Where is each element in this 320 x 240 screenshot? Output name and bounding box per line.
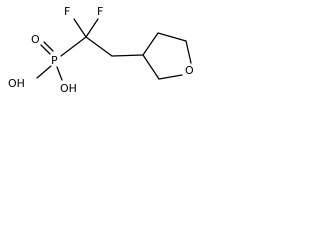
- bond-p-o-double-a: [43, 41, 54, 52]
- ring-bond-c5-o: [185, 40, 192, 64]
- ring-bond-o-c2: [158, 74, 183, 80]
- ring-bond-c2-c3: [142, 54, 160, 80]
- atom-label-fluorine-1: F: [64, 5, 70, 18]
- ring-bond-c4-c5: [157, 32, 187, 42]
- bond-c1-f1: [73, 18, 87, 38]
- atom-label-ring-oxygen: O: [185, 64, 194, 77]
- bond-c1-c2: [85, 36, 113, 57]
- atom-label-fluorine-2: F: [97, 5, 103, 18]
- bond-c2-c3: [111, 54, 144, 57]
- atom-label-phosphoryl-oxygen: O: [31, 33, 40, 46]
- chemical-structure-diagram: F F P O OH OH O: [8, 5, 194, 95]
- atom-label-phosphorus: P: [51, 54, 58, 67]
- bond-c1-f2: [85, 18, 99, 38]
- bond-p-o-double-b: [40, 44, 51, 55]
- ring-bond-c3-c4: [142, 32, 159, 56]
- bond-p-oh1: [36, 65, 52, 79]
- bond-p-oh2: [56, 66, 63, 81]
- atom-label-hydroxyl-1: OH: [8, 77, 25, 90]
- bond-c1-p: [60, 36, 87, 57]
- atom-label-hydroxyl-2: OH: [60, 82, 77, 95]
